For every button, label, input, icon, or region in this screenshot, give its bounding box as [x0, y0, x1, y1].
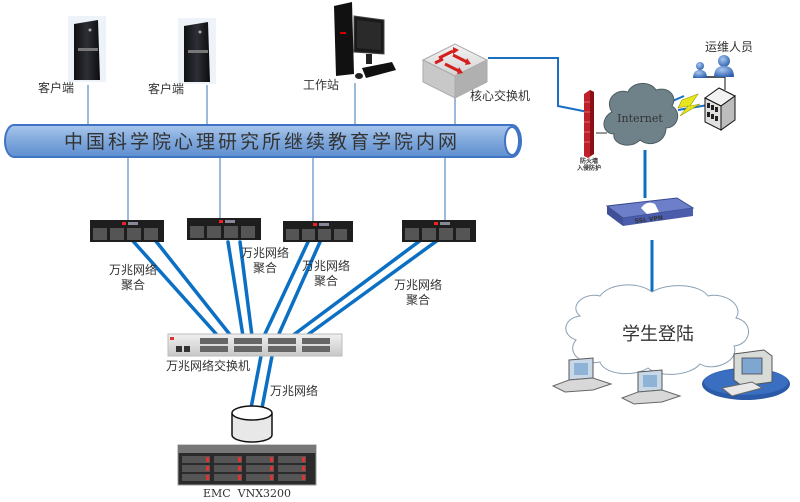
- agg-2-label-line1: 万兆网络: [241, 245, 289, 260]
- agg-line: [226, 240, 245, 338]
- client-2-tower-icon[interactable]: [178, 18, 216, 84]
- workstation-label: 工作站: [303, 78, 339, 92]
- storage-database-icon: [231, 405, 273, 443]
- rack-server-4-icon[interactable]: [402, 220, 476, 242]
- student-login-label: 学生登陆: [622, 324, 694, 345]
- ops-server-icon[interactable]: [704, 87, 736, 131]
- agg-line: [304, 238, 440, 338]
- ops-staff-people-icon: [693, 55, 734, 90]
- intranet-title: 中国科学院心理研究所继续教育学院内网: [64, 131, 460, 153]
- agg-line: [238, 240, 254, 338]
- storage-line: [260, 354, 274, 410]
- client-2-label: 客户端: [148, 81, 184, 96]
- client-1-tower-icon[interactable]: [68, 16, 106, 82]
- agg-3-label-line1: 万兆网络: [302, 258, 350, 273]
- agg-line: [262, 240, 310, 338]
- core-switch-icon[interactable]: [421, 43, 489, 99]
- agg-1-label-line2: 聚合: [121, 277, 145, 292]
- core-switch-label: 核心交换机: [470, 88, 530, 103]
- rack-server-3-icon[interactable]: [283, 221, 353, 242]
- firewall-label-line1: 防火墙: [580, 157, 598, 165]
- workstation-icon[interactable]: [334, 2, 396, 79]
- student-laptop-2-icon[interactable]: [620, 369, 682, 405]
- student-desktop-icon[interactable]: [702, 349, 790, 400]
- agg-line: [290, 238, 423, 338]
- storage-array-icon[interactable]: [177, 444, 317, 486]
- storage-line: [249, 354, 263, 410]
- agg-2-label-line2: 聚合: [253, 260, 277, 275]
- client-1-label: 客户端: [38, 80, 74, 95]
- agg-3-label-line2: 聚合: [314, 273, 338, 288]
- agg-1-label-line1: 万兆网络: [109, 262, 157, 277]
- intranet-bus: 中国科学院心理研究所继续教育学院内网: [4, 124, 522, 158]
- rack-server-2-icon[interactable]: [187, 218, 261, 240]
- internet-label: Internet: [617, 112, 663, 125]
- ssl-vpn-icon[interactable]: SSL VPN: [605, 197, 695, 226]
- internet-cloud-icon[interactable]: Internet: [603, 83, 679, 146]
- agg-4-label-line1: 万兆网络: [394, 277, 442, 292]
- agg-line: [276, 240, 322, 338]
- firewall-label-line2: 入侵防护: [576, 164, 601, 172]
- link-core-switch-firewall: [488, 57, 589, 113]
- bus-connections: [87, 83, 456, 222]
- ssl-vpn-label: SSL VPN: [634, 215, 663, 225]
- agg-line: [130, 238, 220, 338]
- tenG-switch-icon[interactable]: [167, 333, 343, 357]
- ops-staff-label: 运维人员: [705, 40, 753, 54]
- agg-4-label-line2: 聚合: [406, 292, 430, 307]
- wireless-link-icon: [677, 93, 701, 117]
- storage-link-label: 万兆网络: [270, 383, 318, 398]
- student-laptop-1-icon[interactable]: [551, 357, 613, 393]
- storage-label: EMC VNX3200: [203, 487, 291, 500]
- agg-line: [153, 238, 233, 338]
- tenG-switch-label: 万兆网络交换机: [166, 358, 250, 373]
- student-login-cloud[interactable]: 学生登陆: [565, 284, 749, 375]
- firewall-icon[interactable]: [584, 90, 594, 158]
- rack-server-1-icon[interactable]: [90, 220, 164, 242]
- aggregation-links: [130, 238, 440, 410]
